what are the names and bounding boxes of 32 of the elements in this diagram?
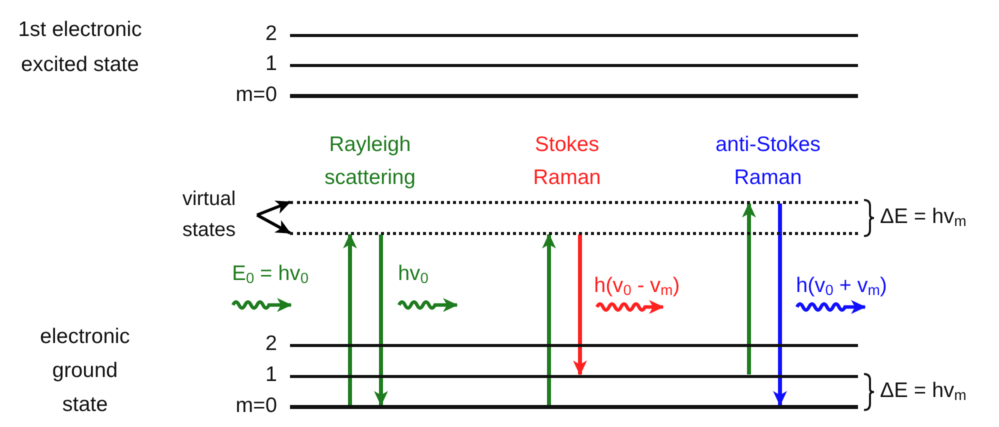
energy-gap-label: ΔE = hv$_{m}$ bbox=[880, 379, 966, 403]
energy-gap-label: ΔE = hv$_{m}$ bbox=[880, 205, 966, 229]
transition-arrow bbox=[542, 234, 556, 405]
transition-arrow bbox=[773, 204, 787, 406]
virtual-states-label: virtual states bbox=[182, 188, 236, 241]
energy-level-line bbox=[290, 374, 858, 378]
process-heading: Stokes Raman bbox=[532, 132, 602, 191]
level-number: 2 bbox=[264, 332, 277, 356]
level-number: m=0 bbox=[234, 83, 277, 107]
virtual-level-line bbox=[290, 232, 858, 234]
photon-energy-label: h(v$_{0}$ - v$_{m}$) bbox=[594, 274, 680, 298]
pointer-arrow bbox=[256, 200, 291, 216]
level-number: 1 bbox=[264, 52, 277, 76]
energy-level-line bbox=[290, 64, 858, 66]
state-label: electronic ground state bbox=[39, 324, 131, 418]
level-number: m=0 bbox=[234, 394, 277, 418]
transition-arrow bbox=[742, 202, 756, 374]
transition-arrow bbox=[343, 234, 357, 405]
transition-arrow bbox=[573, 234, 587, 376]
process-heading: anti-Stokes Raman bbox=[714, 132, 822, 191]
level-number: 1 bbox=[264, 363, 277, 387]
energy-level-line bbox=[290, 34, 858, 36]
energy-level-line bbox=[290, 344, 858, 346]
process-heading: Rayleigh scattering bbox=[323, 132, 417, 191]
level-number: 2 bbox=[264, 22, 277, 46]
photon-energy-label: E$_{0}$ = hv$_{0}$ bbox=[232, 262, 308, 286]
pointer-arrow bbox=[256, 214, 291, 234]
state-label: 1st electronic excited state bbox=[17, 17, 143, 78]
transition-arrow bbox=[374, 234, 388, 406]
photon-energy-label: hv$_{0}$ bbox=[398, 262, 428, 286]
photon-energy-label: h(v$_{0}$ + v$_{m}$) bbox=[796, 274, 888, 298]
virtual-level-line bbox=[290, 200, 858, 204]
